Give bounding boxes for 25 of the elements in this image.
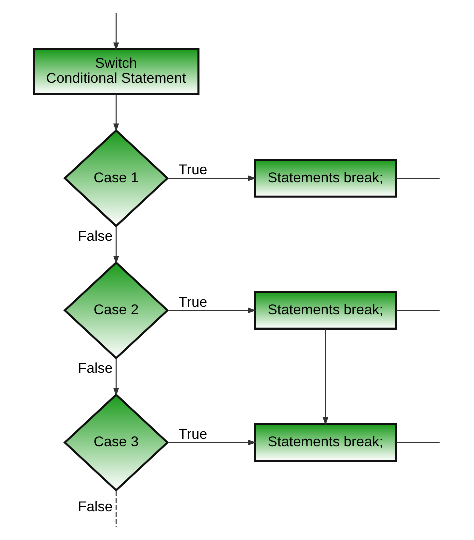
edge-label: True [178, 294, 208, 311]
arrow [113, 94, 119, 132]
arrow [167, 176, 256, 182]
arrow [113, 226, 119, 264]
arrow [113, 358, 119, 396]
node-box: Statements break; [254, 423, 397, 462]
connector [396, 442, 440, 444]
arrow [322, 329, 328, 426]
edge-label: False [78, 500, 112, 516]
edge-label: False [78, 228, 112, 245]
node-diamond: Case 2 [63, 262, 169, 360]
edge-label: True [178, 162, 208, 179]
node-diamond: Case 3 [63, 394, 169, 492]
connector [115, 490, 116, 528]
node-box: Statements break; [254, 291, 397, 330]
arrow [167, 440, 256, 446]
connector [396, 310, 440, 312]
arrow [167, 308, 256, 314]
node-box: Switch Conditional Statement [32, 48, 200, 96]
edge-label: False [78, 361, 112, 378]
arrow [113, 13, 119, 51]
connector [396, 178, 440, 180]
edge-label: True [178, 426, 208, 443]
node-diamond: Case 1 [63, 129, 169, 228]
node-box: Statements break; [254, 159, 397, 198]
